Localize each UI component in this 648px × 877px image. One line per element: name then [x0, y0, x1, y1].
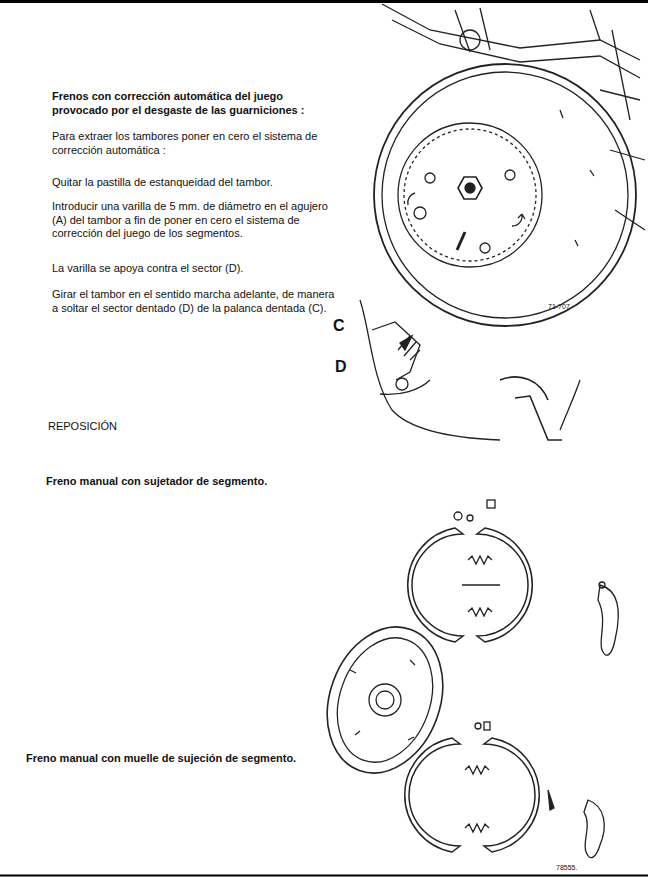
wheel-stud [425, 173, 435, 183]
drum-detail [560, 110, 594, 246]
plate-hole [376, 691, 394, 709]
brake-shoe [405, 738, 460, 852]
callout-letter: C [333, 316, 349, 335]
ball-joint [460, 30, 480, 50]
figure-caption: Freno manual con sujetador de segmento. [46, 475, 346, 489]
page-rule [0, 0, 648, 3]
hub-nut [458, 177, 482, 199]
retaining-spring [548, 790, 554, 810]
section-heading: Frenos con corrección automática del jue… [52, 90, 337, 117]
inset-outline [360, 300, 500, 440]
turn-arrow [512, 214, 525, 226]
instruction-text: La varilla se apoya contra el sector (D)… [52, 262, 337, 276]
figure-caption: Freno manual con muelle de sujeción de s… [26, 752, 326, 766]
instruction-text: Introducir una varilla de 5 mm. de diáme… [52, 200, 337, 241]
wheel-stud [414, 207, 426, 219]
lever-pin [599, 582, 605, 588]
brake-shoe [484, 738, 539, 852]
plate-hole [369, 684, 401, 716]
inset-outline [560, 380, 580, 430]
return-spring [465, 766, 489, 774]
hub-nut [465, 183, 475, 193]
drum-face [404, 129, 536, 261]
small-part [475, 723, 481, 729]
instruction-text: Para extraer los tambores poner en cero … [52, 130, 337, 157]
strut [462, 584, 500, 585]
return-spring [468, 608, 492, 616]
page-rule [0, 875, 648, 877]
toothed-sector [398, 336, 420, 360]
drum-rim [382, 72, 628, 318]
push-arrow [400, 336, 412, 350]
small-part [487, 500, 495, 508]
figure-number: 78555. [556, 863, 606, 873]
suspension-part [455, 8, 630, 120]
hand-brake-lever [598, 585, 618, 655]
small-part [454, 512, 462, 520]
wheel-stud [505, 170, 515, 180]
inset-part [380, 380, 430, 394]
callout-letter: D [335, 357, 351, 376]
instruction-text: Quitar la pastilla de estanqueidad del t… [52, 176, 337, 190]
backing-plate [308, 611, 463, 790]
small-part [484, 722, 490, 730]
brake-drum [374, 64, 636, 326]
instruction-text: Girar el tambor en el sentido marcha ade… [52, 288, 337, 315]
figure-number: 71-707 [548, 302, 598, 312]
hand-brake-lever [584, 800, 604, 858]
suspension-arm [392, 20, 640, 78]
adjust-lever [372, 322, 420, 380]
rod [500, 377, 562, 440]
wheel-stud [480, 243, 490, 253]
brake-shoe [408, 528, 463, 642]
return-spring [465, 824, 489, 832]
small-part [467, 515, 473, 521]
drum-face [398, 123, 542, 267]
pivot [396, 378, 408, 390]
adjust-hole-mark [457, 232, 465, 250]
return-spring [468, 556, 492, 564]
suspension-arm [382, 4, 640, 60]
plate-detail [350, 660, 415, 740]
section-heading: REPOSICIÓN [48, 420, 248, 434]
turn-arrow [408, 193, 415, 205]
